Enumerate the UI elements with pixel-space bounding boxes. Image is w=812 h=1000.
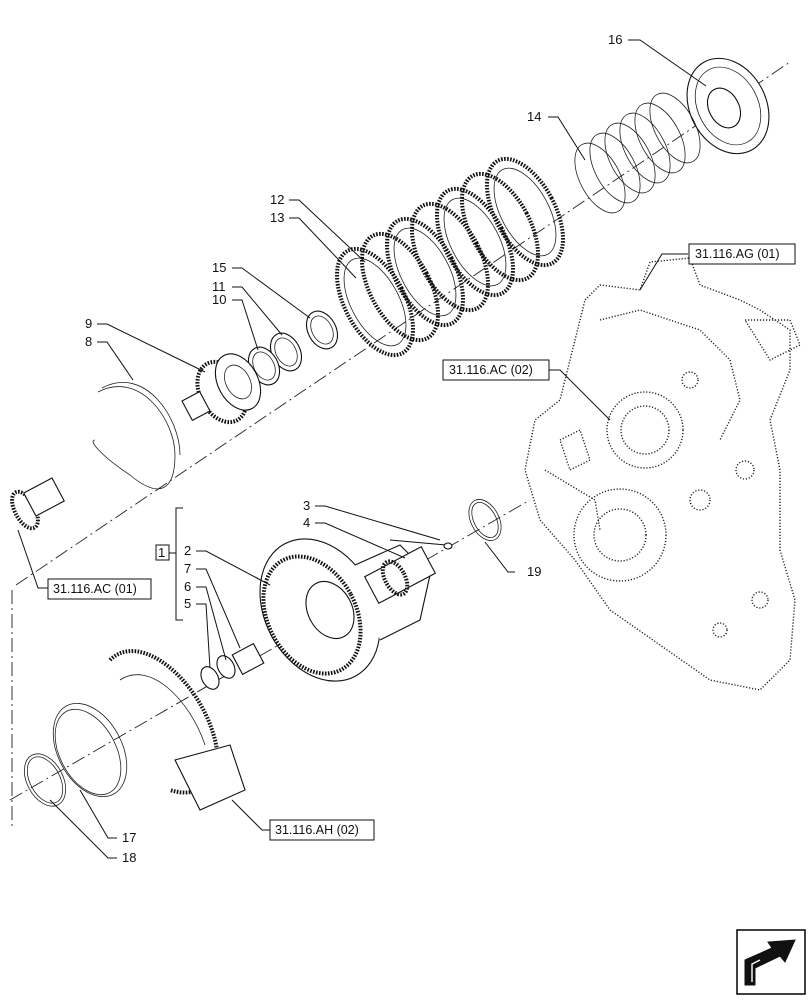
callout-18: 18 [122,850,136,865]
callout-7: 7 [184,561,191,576]
callout-10: 10 [212,292,226,307]
callout-6: 6 [184,579,191,594]
reference-ac02-label: 31.116.AC (02) [449,363,533,377]
reference-box-ah02[interactable]: 31.116.AH (02) [269,819,375,841]
reference-box-ac01[interactable]: 31.116.AC (01) [47,578,152,600]
callout-2: 2 [184,543,191,558]
group-bracket-item-1 [155,507,183,621]
callout-14: 14 [527,109,541,124]
leader-lines [17,39,707,859]
callout-19: 19 [527,564,541,579]
callout-8: 8 [85,334,92,349]
callout-1: 1 [158,545,165,560]
part-14-spring [574,92,701,214]
callout-16: 16 [608,32,622,47]
callout-5: 5 [184,596,191,611]
callout-numbers: 16 14 12 13 15 11 10 9 8 3 4 1 2 7 6 5 1… [85,32,622,865]
assembly-axis-lines [9,61,791,830]
reference-ac01-label: 31.116.AC (01) [53,582,137,596]
callout-12: 12 [270,192,284,207]
callout-9: 9 [85,316,92,331]
reference-box-ac02[interactable]: 31.116.AC (02) [442,359,550,381]
callout-3: 3 [303,498,310,513]
callout-4: 4 [303,515,310,530]
splined-shaft-stub [10,477,65,531]
part-9-gear-hub [181,353,262,425]
callout-17: 17 [122,830,136,845]
callout-13: 13 [270,210,284,225]
part-16-seal-plate [686,57,770,155]
transmission-housing [524,257,801,691]
callout-11: 11 [212,279,226,294]
part-19-ring [468,499,502,541]
part-2-clutch-drum [259,538,437,682]
reference-ag01-label: 31.116.AG (01) [695,247,780,261]
brake-band-assembly [108,649,246,811]
callout-15: 15 [212,260,226,275]
part-12-13-clutch-discs [335,156,565,358]
item-1-box [155,544,170,561]
reference-box-ag01[interactable]: 31.116.AG (01) [688,243,796,265]
part-8-circlip [92,382,181,490]
reference-ah02-label: 31.116.AH (02) [275,823,359,837]
part-5-6-7-bearing-rings [200,642,265,690]
part-3-4-pins [389,539,453,550]
part-17-18-o-rings [23,702,128,807]
next-page-arrow-icon[interactable] [736,929,806,995]
